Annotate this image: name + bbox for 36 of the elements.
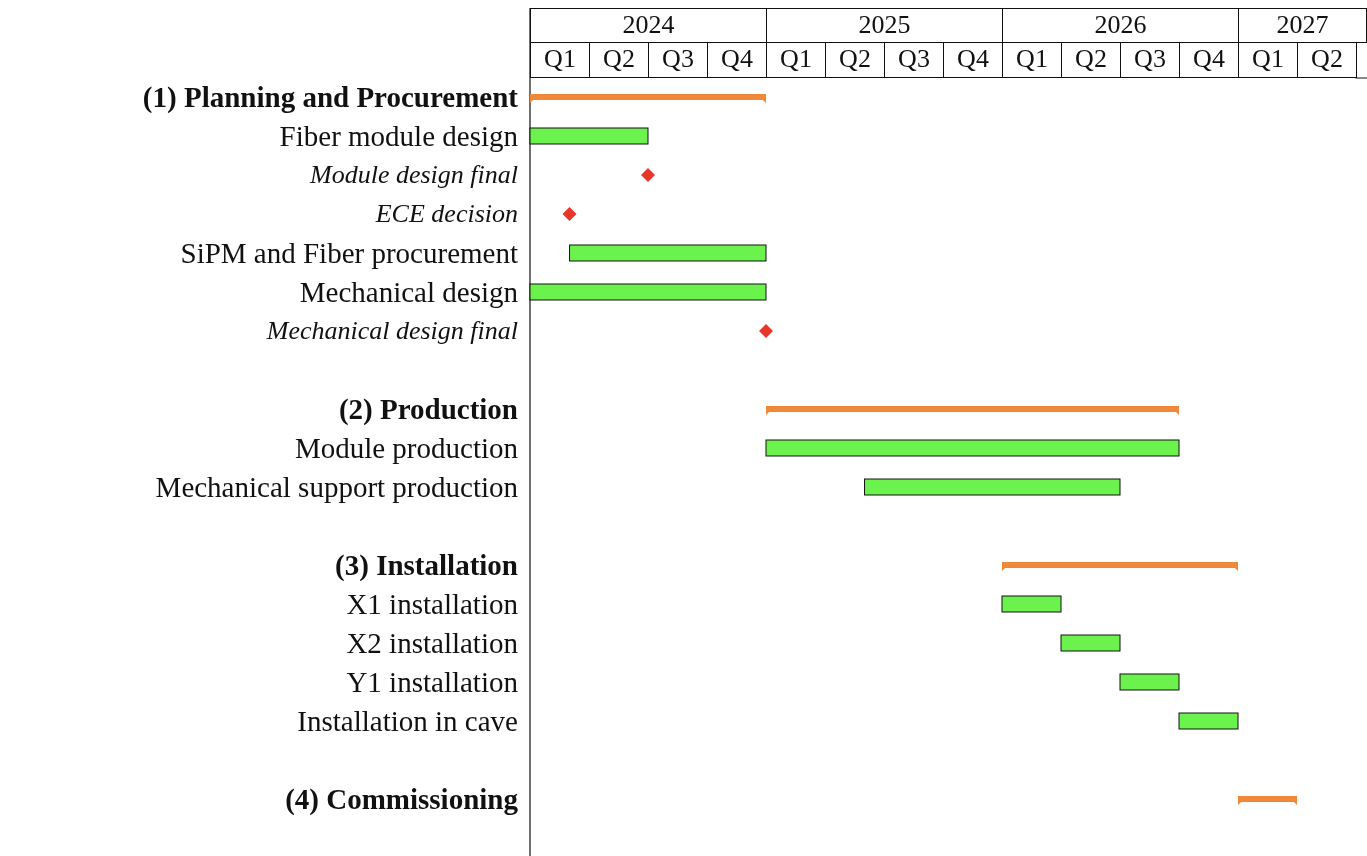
milestone-label: Mechanical design final <box>266 313 518 349</box>
task-label: SiPM and Fiber procurement <box>180 235 518 271</box>
phase-bar <box>1238 796 1297 805</box>
task-bar <box>529 283 767 301</box>
task-label: Installation in cave <box>297 703 518 739</box>
phase-bar <box>766 406 1179 415</box>
task-bar <box>1001 595 1062 613</box>
milestone-label: Module design final <box>310 157 518 193</box>
task-bar <box>864 478 1121 496</box>
year-header: 2027 <box>1238 8 1367 43</box>
task-label: Y1 installation <box>346 664 518 700</box>
phase-label: (1) Planning and Procurement <box>142 79 518 115</box>
milestone-diamond <box>759 324 773 338</box>
quarter-header: Q2 <box>1297 42 1357 78</box>
phase-label: (3) Installation <box>335 547 518 583</box>
task-label: X1 installation <box>346 586 518 622</box>
phase-bar <box>530 94 766 103</box>
task-bar <box>569 244 767 262</box>
milestone-diamond <box>562 207 577 221</box>
quarter-header: Q1 <box>530 42 590 78</box>
task-bar <box>1178 712 1239 730</box>
year-header: 2024 <box>530 8 767 43</box>
phase-label: (2) Production <box>338 391 518 427</box>
task-label: X2 installation <box>346 625 518 661</box>
task-label: Mechanical support production <box>155 469 518 505</box>
milestone-diamond <box>641 168 655 182</box>
task-label: Mechanical design <box>299 274 518 310</box>
task-bar <box>1119 673 1180 691</box>
task-bar <box>529 127 649 145</box>
task-label: Module production <box>294 430 518 466</box>
task-bar <box>1060 634 1121 652</box>
task-label: Fiber module design <box>279 118 518 154</box>
task-bar <box>765 439 1180 457</box>
milestone-label: ECE decision <box>375 196 518 232</box>
phase-label: (4) Commissioning <box>285 781 518 817</box>
phase-bar <box>1002 562 1238 571</box>
